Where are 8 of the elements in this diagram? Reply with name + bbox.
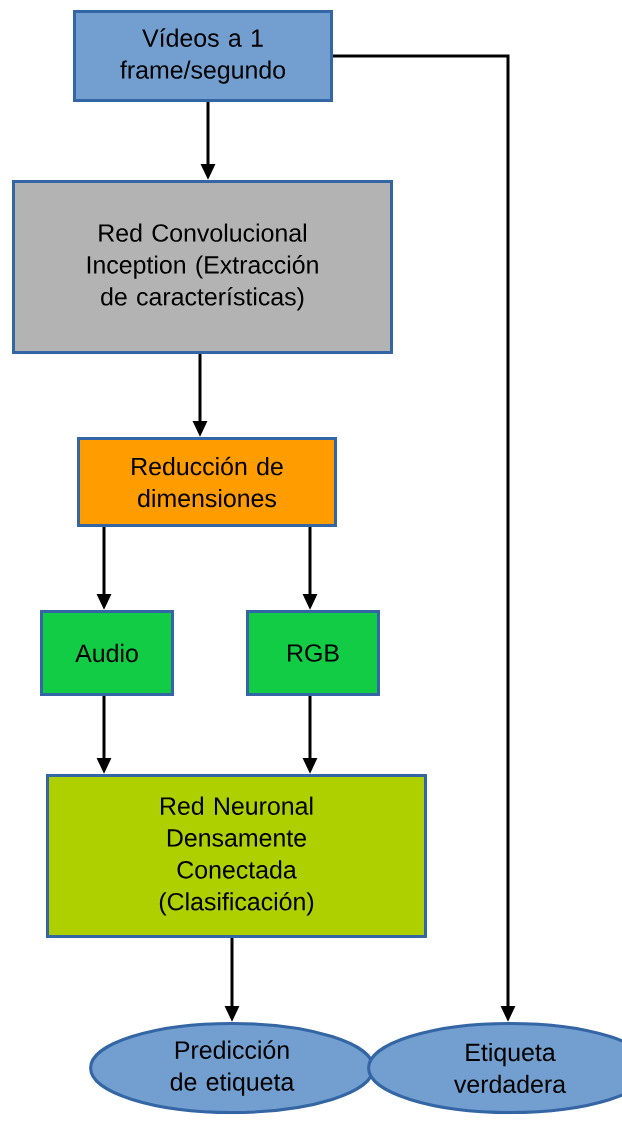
process-box: Red Convolucional Inception (Extracción de características) [12,180,393,354]
process-box: Red Neuronal Densamente Conectada (Clasificación) [46,774,427,938]
ellipse-node: Predicción de etiqueta [89,1022,375,1114]
process-box: Audio [40,610,174,696]
process-box: RGB [246,610,380,696]
process-box: Vídeos a 1 frame/segundo [73,10,333,102]
ellipse-node: Etiqueta verdadera [367,1022,622,1114]
process-box: Reducción de dimensiones [77,437,337,527]
